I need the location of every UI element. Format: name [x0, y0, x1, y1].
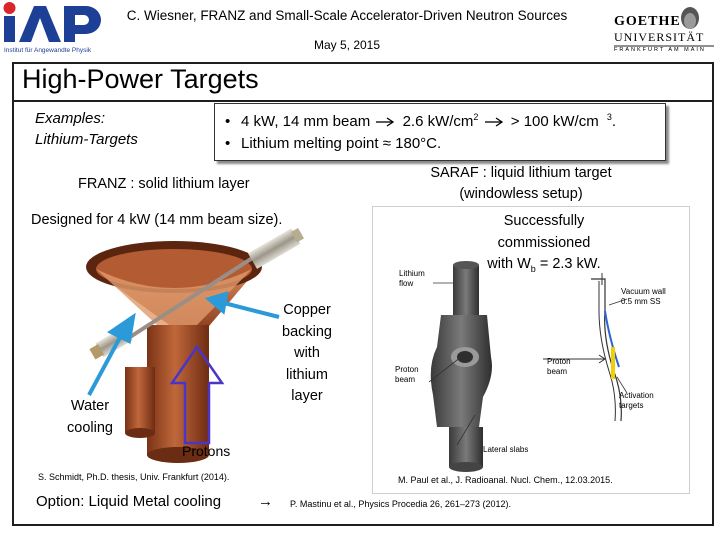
saraf-citation: M. Paul et al., J. Radioanal. Nucl. Chem…	[398, 475, 613, 485]
bullet-beam: •4 kW, 14 mm beam 2.6 kW/cm2 > 100 kW/cm…	[225, 112, 617, 130]
header-date: May 5, 2015	[313, 38, 381, 52]
arrow-right-icon: →	[258, 493, 273, 510]
saraf-target-image: Lithium flow Vacuum wall 0.5 mm SS Proto…	[372, 206, 690, 494]
saraf-label-line2: (windowless setup)	[459, 186, 583, 202]
bullet-melting-point: •Lithium melting point ≈ 180°C.	[225, 135, 442, 152]
protons-label: Protons	[182, 443, 231, 459]
franz-citation: S. Schmidt, Ph.D. thesis, Univ. Frankfur…	[38, 472, 230, 482]
saraf-success-note: Successfully commissioned with Wb = 2.3 …	[448, 211, 640, 280]
option-label: Option: Liquid Metal cooling	[36, 493, 222, 510]
slide-frame	[12, 62, 714, 526]
vacuum-wall-label: Vacuum wall 0.5 mm SS	[621, 287, 666, 306]
title-divider	[14, 100, 712, 102]
header-title: C. Wiesner, FRANZ and Small-Scale Accele…	[126, 8, 568, 23]
proton-beam-label-left: Proton beam	[395, 365, 419, 384]
iap-logo: Institut für Angewandte Physik	[2, 2, 110, 54]
proton-beam-label-right: Proton beam	[547, 357, 571, 376]
slide-title: High-Power Targets	[22, 64, 259, 94]
franz-design-note: Designed for 4 kW (14 mm beam size).	[31, 212, 283, 228]
lateral-slabs-label: Lateral slabs	[483, 445, 529, 454]
arrow-right-icon	[376, 117, 395, 127]
arrow-right-icon	[484, 117, 503, 127]
bullet-box: •4 kW, 14 mm beam 2.6 kW/cm2 > 100 kW/cm…	[214, 103, 666, 161]
lithium-flow-label: Lithium flow	[399, 269, 425, 288]
saraf-power-line: with Wb = 2.3 kW.	[487, 256, 601, 274]
water-cooling-label: Water cooling	[67, 398, 113, 436]
goethe-line1: GOETHE	[614, 14, 681, 29]
franz-target-image	[29, 207, 357, 486]
saraf-label-line1: SARAF : liquid lithium target	[430, 165, 612, 181]
activation-targets-label: Activation targets	[619, 391, 654, 410]
franz-label: FRANZ : solid lithium layer	[78, 176, 250, 192]
goethe-line3: FRANKFURT AM MAIN	[614, 47, 706, 53]
examples-line2: Lithium-Targets	[35, 131, 138, 148]
examples-line1: Examples:	[35, 110, 106, 127]
goethe-line2: UNIVERSITÄT	[614, 30, 705, 44]
examples-label: Examples: Lithium-Targets	[35, 108, 138, 150]
goethe-logo: GOETHE UNIVERSITÄT FRANKFURT AM MAIN	[612, 4, 716, 54]
option-citation: P. Mastinu et al., Physics Procedia 26, …	[290, 499, 511, 509]
saraf-label: SARAF : liquid lithium target (windowles…	[396, 163, 646, 205]
iap-logo-subtext: Institut für Angewandte Physik	[4, 47, 92, 54]
copper-backing-label: Copper backing with lithium layer	[282, 302, 332, 404]
